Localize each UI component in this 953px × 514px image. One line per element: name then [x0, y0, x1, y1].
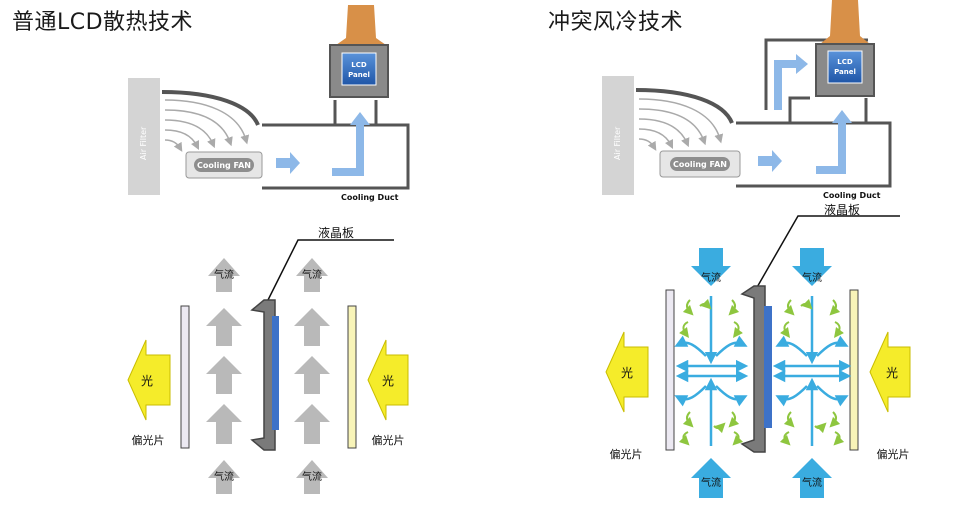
right-light-label-right: 光: [886, 366, 898, 380]
right-light-arrow-in: [869, 331, 911, 413]
left-airflow-label-top2: 气流: [302, 268, 322, 281]
left-polarizer-label-left: 偏光片: [132, 433, 165, 447]
left-cooling-duct-label: Cooling Duct: [341, 193, 399, 202]
right-top-diagram: Air Filter Cooling FAN LCD Panel Cooling…: [602, 0, 892, 200]
left-duct-curve: [161, 90, 260, 126]
right-blue-flow-arrow: [758, 150, 782, 172]
left-cooling-fan-label: Cooling FAN: [197, 161, 251, 170]
left-title: 普通LCD散热技术: [12, 10, 194, 35]
left-polarizer-left: [180, 305, 190, 449]
left-gray-arrows-col1: [206, 258, 242, 494]
right-airflow-label-bottom1: 气流: [701, 476, 721, 489]
right-flow-line: [638, 128, 674, 150]
right-light-arrow-out: [605, 331, 649, 413]
right-cooling-duct-label: Cooling Duct: [823, 191, 881, 200]
right-panel-cable: [820, 0, 870, 44]
right-cyan-flow-col2: [772, 296, 852, 446]
right-airflow-label-bottom2: 气流: [802, 476, 822, 489]
left-polarizer-label-right: 偏光片: [372, 433, 405, 447]
left-flow-line: [164, 139, 183, 152]
right-airflow-label-top1: 气流: [701, 271, 721, 284]
left-lcd-plate-label: 液晶板: [318, 225, 354, 240]
left-air-filter-label: Air Filter: [139, 126, 148, 160]
left-flow-line: [164, 119, 216, 149]
right-fan-body: [670, 157, 730, 171]
left-blue-up-arrow: [332, 112, 370, 176]
right-cooling-fan-label: Cooling FAN: [673, 160, 727, 169]
right-polarizer-label-left: 偏光片: [610, 447, 643, 461]
right-light-label-left: 光: [621, 366, 633, 380]
right-lcd-plate-label: 液晶板: [824, 202, 860, 217]
left-lcd-plate-pointer: [261, 239, 394, 313]
right-bottom-diagram: 液晶板 气流 气流 气流 气流: [605, 202, 911, 498]
right-polarizer-right: [849, 289, 859, 451]
right-panel-label: Panel: [834, 68, 856, 76]
left-polarizer-right: [347, 305, 357, 449]
left-gray-arrows-col2: [294, 258, 330, 494]
left-panel-cable: [336, 5, 386, 45]
right-polarizer-label-right: 偏光片: [877, 447, 910, 461]
right-blue-up-arrow: [816, 110, 852, 174]
left-lcd-panel: [341, 52, 377, 86]
left-lcd-label: LCD: [351, 61, 367, 69]
right-cyan-inlet-bottom2: [792, 458, 832, 498]
right-lcd-layer: [764, 306, 772, 428]
right-lcd-panel: [827, 50, 863, 84]
left-light-arrow-out: [127, 339, 171, 421]
right-lcd-label: LCD: [837, 58, 853, 66]
left-light-label-right: 光: [382, 374, 394, 388]
right-flow-line: [638, 118, 690, 148]
right-green-swirls: [678, 298, 845, 446]
right-airflow-label-top2: 气流: [802, 271, 822, 284]
right-cyan-inlet-top2: [792, 248, 832, 286]
left-fan-body: [194, 158, 254, 172]
left-top-diagram: Air Filter Cooling FAN LCD Panel Cooling…: [128, 5, 410, 202]
right-flow-line: [638, 108, 707, 146]
right-polarizer-left: [665, 289, 675, 451]
right-cooling-duct: [736, 121, 892, 188]
left-flow-line: [164, 129, 200, 151]
left-lcd-layer: [272, 316, 279, 430]
right-cyan-inlet-bottom1: [691, 458, 731, 498]
left-airflow-label-bottom1: 气流: [214, 470, 234, 483]
right-duct-curve: [635, 88, 734, 124]
left-air-filter: [128, 78, 160, 195]
left-flow-line: [164, 109, 233, 147]
left-airflow-label-top1: 气流: [214, 268, 234, 281]
right-air-filter: [602, 76, 634, 195]
right-lcd-plate: [740, 285, 766, 453]
right-cyan-inlet-top1: [691, 248, 731, 286]
right-title: 冲突风冷技术: [548, 10, 684, 35]
left-light-arrow-in: [367, 339, 409, 421]
left-lcd-plate: [250, 299, 276, 451]
right-air-filter-label: Air Filter: [613, 126, 622, 160]
left-blue-flow-arrow: [276, 152, 300, 174]
left-airflow-label-bottom2: 气流: [302, 470, 322, 483]
left-bottom-diagram: 液晶板 气流 气流 气流 气流 光 光: [127, 225, 409, 494]
left-light-label-left: 光: [141, 374, 153, 388]
left-cooling-duct: [262, 123, 410, 190]
right-flow-line: [638, 138, 657, 151]
right-flow-line: [638, 98, 724, 144]
right-lcd-plate-pointer: [751, 215, 900, 297]
left-flow-line: [164, 99, 250, 145]
right-blue-bypass-arrow: [774, 54, 808, 110]
left-panel-label: Panel: [348, 71, 370, 79]
